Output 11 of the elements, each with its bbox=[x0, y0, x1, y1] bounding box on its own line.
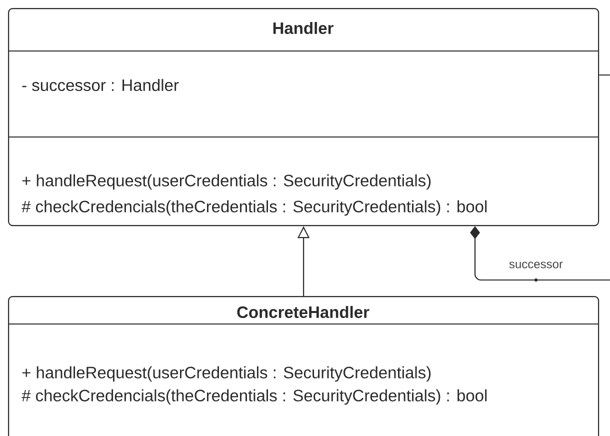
class-name: Handler bbox=[273, 22, 334, 34]
attribute-text: - successor : Handler bbox=[22, 78, 179, 92]
method-text: # checkCredencials(theCredentials : SecurityCredentials) : bool bbox=[22, 200, 487, 216]
class-name: ConcreteHandler bbox=[237, 306, 370, 318]
edge-label: successor bbox=[508, 260, 564, 270]
method-text: + handleRequest(userCredentials : SecurityCredentials) bbox=[22, 174, 431, 190]
class-box bbox=[8, 8, 600, 226]
method-text: + handleRequest(userCredentials : SecurityCredentials) bbox=[22, 366, 431, 382]
class-box bbox=[8, 296, 600, 436]
association-line bbox=[470, 74, 610, 282]
method-text: # checkCredencials(theCredentials : SecurityCredentials) : bool bbox=[22, 389, 487, 405]
